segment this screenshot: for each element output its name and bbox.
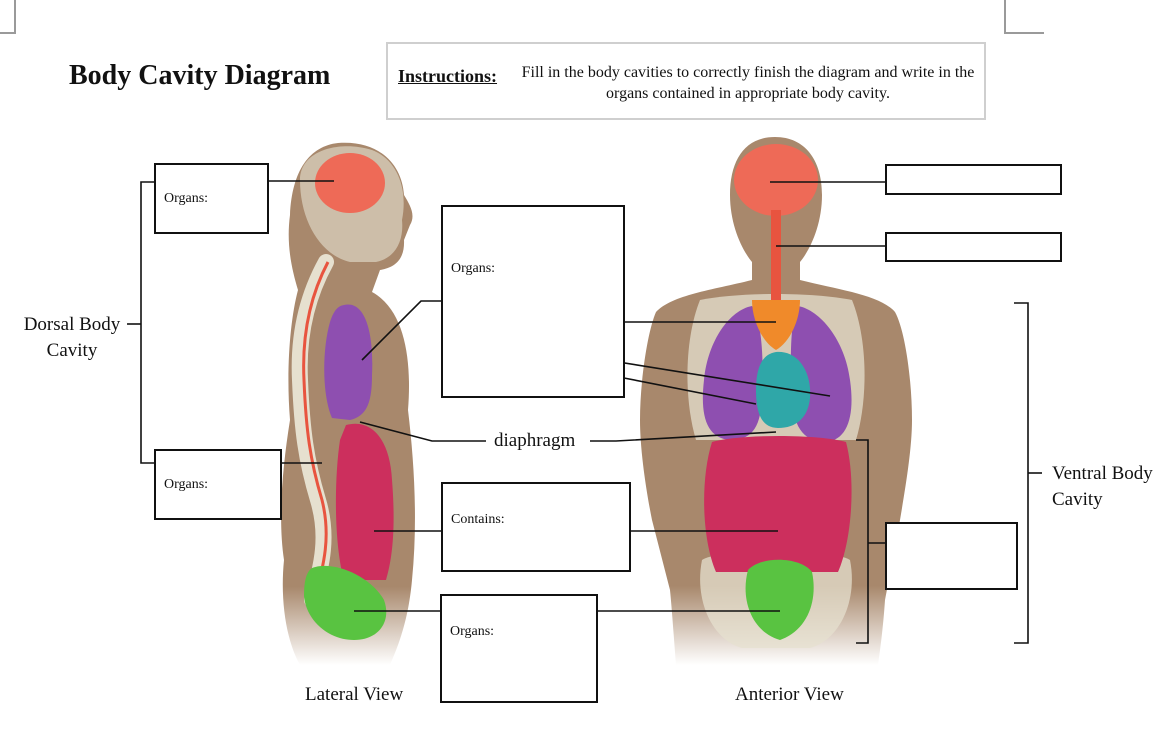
anterior-view-label: Anterior View: [735, 684, 844, 705]
diaphragm-label: diaphragm: [494, 430, 576, 451]
lateral-spinal-cavity: [302, 261, 330, 601]
leader-diaphragm-anterior: [590, 431, 777, 442]
instructions-text: Fill in the body cavities to correctly f…: [521, 64, 975, 102]
dorsal-upper-organs-box[interactable]: Organs:: [154, 163, 269, 234]
lateral-abdominal-cavity: [335, 423, 394, 580]
leader-right-lung: [611, 360, 831, 397]
page-title: Body Cavity Diagram: [69, 60, 331, 91]
anterior-mediastinum: [752, 300, 800, 350]
leader-lateral-thoracic: [361, 300, 441, 361]
anterior-pelvic-cavity: [745, 559, 814, 640]
abdominopelvic-bracket: [856, 439, 869, 644]
dorsal-bracket: [140, 181, 155, 464]
leader-diaphragm-lateral: [359, 421, 486, 442]
thoracic-organs-box[interactable]: Organs:: [441, 205, 625, 398]
abdominal-contains-box[interactable]: Contains:: [441, 482, 631, 572]
anterior-abdominal-cavity: [704, 436, 852, 572]
anterior-spinal-cavity: [771, 210, 781, 300]
lateral-view-figure: [281, 142, 415, 666]
instructions-box: Instructions: Fill in the body cavities …: [386, 42, 986, 120]
anterior-top-answer-box[interactable]: [885, 164, 1062, 195]
lateral-cranial-cavity: [315, 153, 385, 213]
pelvic-organs-box[interactable]: Organs:: [440, 594, 598, 703]
ventral-bracket: [1014, 302, 1029, 644]
ventral-body-cavity-label: Ventral Body Cavity: [1052, 463, 1153, 510]
lateral-thoracic-cavity: [324, 304, 373, 420]
anterior-pericardial-cavity: [756, 351, 811, 428]
lateral-pelvic-cavity: [304, 565, 387, 640]
page-corner-right: [1004, 0, 1044, 34]
dorsal-body-cavity-label: Dorsal Body Cavity: [23, 314, 121, 361]
lateral-spine: [291, 254, 334, 608]
lateral-view-label: Lateral View: [305, 684, 404, 705]
anterior-second-answer-box[interactable]: [885, 232, 1062, 262]
page-corner-left: [0, 0, 16, 34]
anterior-cranial-cavity: [734, 144, 818, 216]
dorsal-lower-organs-box[interactable]: Organs:: [154, 449, 282, 520]
anterior-left-lung: [702, 306, 763, 440]
instructions-label: Instructions:: [398, 66, 498, 86]
anterior-right-answer-box[interactable]: [885, 522, 1018, 590]
anterior-view-figure: [640, 137, 912, 665]
